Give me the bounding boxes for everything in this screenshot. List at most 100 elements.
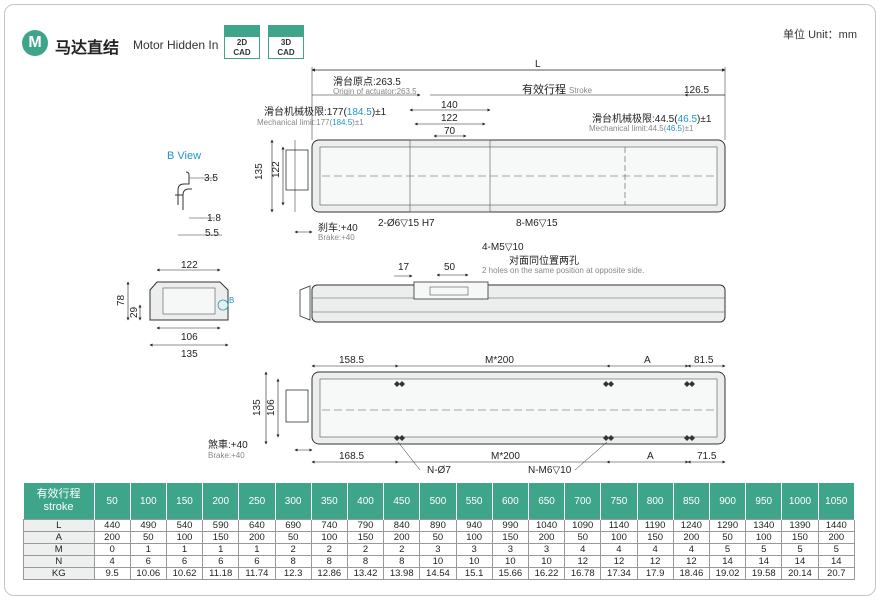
spec-cell: 150 bbox=[346, 531, 385, 544]
spec-cell: 4 bbox=[564, 543, 602, 556]
hole-4-m5: 4-M5▽10 bbox=[482, 242, 524, 253]
stroke-cell: 800 bbox=[637, 483, 674, 520]
spec-cell: 14 bbox=[708, 555, 747, 568]
spec-cell: 10 bbox=[419, 555, 457, 568]
spec-cell: 5 bbox=[708, 543, 747, 556]
spec-cell: 640 bbox=[238, 519, 276, 532]
spec-cell: 150 bbox=[491, 531, 529, 544]
spec-cell: 1 bbox=[165, 543, 204, 556]
spec-cell: 13.98 bbox=[383, 567, 421, 580]
spec-cell: 990 bbox=[491, 519, 529, 532]
hole-mark bbox=[603, 381, 614, 387]
hole-mark bbox=[394, 381, 405, 387]
bottom-h135: 135 bbox=[252, 399, 263, 416]
stroke-cell: 450 bbox=[383, 483, 421, 520]
spec-cell: 10 bbox=[527, 555, 566, 568]
spec-cell: 3 bbox=[491, 543, 529, 556]
spec-cell: 50 bbox=[564, 531, 602, 544]
bottom-view bbox=[264, 364, 726, 471]
spec-cell: 15.66 bbox=[491, 567, 529, 580]
stroke-cell: 50 bbox=[94, 483, 131, 520]
spec-cell: 17.9 bbox=[636, 567, 674, 580]
series-badge: M bbox=[22, 30, 48, 56]
spec-cell: 10 bbox=[491, 555, 529, 568]
dim-126-5: 126.5 bbox=[684, 85, 709, 96]
spec-cell: 2 bbox=[274, 543, 312, 556]
spec-cell: 200 bbox=[672, 531, 710, 544]
title-english: Motor Hidden In bbox=[133, 38, 219, 52]
spec-cell: 4 bbox=[636, 543, 674, 556]
dim-h135: 135 bbox=[254, 163, 265, 180]
b-view-label: B View bbox=[167, 150, 201, 162]
spec-cell: 0 bbox=[93, 543, 131, 556]
origin-cn: 滑台原点:263.5 bbox=[333, 75, 401, 88]
spec-cell: 14.54 bbox=[419, 567, 457, 580]
spec-cell: 200 bbox=[817, 531, 856, 544]
spec-cell: 2 bbox=[383, 543, 421, 556]
spec-cell: 590 bbox=[202, 519, 240, 532]
stroke-cell: 500 bbox=[419, 483, 457, 520]
spec-cell: 9.5 bbox=[93, 567, 131, 580]
spec-cell: 12 bbox=[636, 555, 674, 568]
spec-cell: 3 bbox=[455, 543, 493, 556]
spec-cell: 100 bbox=[165, 531, 204, 544]
top-view bbox=[270, 67, 726, 234]
spec-cell: 490 bbox=[129, 519, 167, 532]
spec-cell: 940 bbox=[455, 519, 493, 532]
title-chinese: 马达直结 bbox=[55, 38, 120, 57]
floppy-disk-icon bbox=[269, 26, 303, 37]
end-b-marker: B bbox=[229, 296, 234, 305]
hole-mark bbox=[394, 435, 405, 441]
hole-8-m6: 8-M6▽15 bbox=[516, 218, 558, 229]
spec-cell: 200 bbox=[93, 531, 131, 544]
spec-cell: 17.34 bbox=[600, 567, 638, 580]
spec-cell: 1390 bbox=[781, 519, 819, 532]
spec-cell: 16.78 bbox=[564, 567, 602, 580]
unit-label: 单位 Unit：mm bbox=[783, 29, 857, 41]
end-h29: 29 bbox=[129, 306, 140, 318]
spec-cell: 12.3 bbox=[274, 567, 312, 580]
mech-limit-left-en: Mechanical limit:177(184.5)±1 bbox=[257, 118, 364, 127]
side-d17: 17 bbox=[398, 262, 410, 273]
stroke-cell: 200 bbox=[202, 483, 240, 520]
stroke-cell: 650 bbox=[528, 483, 566, 520]
spec-cell: 50 bbox=[274, 531, 312, 544]
cad-2d-label: 2D bbox=[236, 38, 248, 47]
spec-cell: 6 bbox=[165, 555, 204, 568]
spec-cell: 12.86 bbox=[310, 567, 348, 580]
spec-cell: 150 bbox=[202, 531, 240, 544]
spec-cell: 6 bbox=[238, 555, 276, 568]
spec-row-label: M bbox=[23, 543, 95, 556]
mech-limit-right-cn: 滑台机械极限:44.5(46.5)±1 bbox=[592, 112, 712, 125]
spec-cell: 5 bbox=[817, 543, 856, 556]
side-d50: 50 bbox=[444, 262, 456, 273]
spec-cell: 3 bbox=[527, 543, 566, 556]
spec-cell: 10.06 bbox=[129, 567, 167, 580]
mech-limit-right-en: Mechanical limit:44.5(46.5)±1 bbox=[589, 124, 694, 133]
bottom-a-bottom: A bbox=[647, 451, 654, 462]
spec-cell: 200 bbox=[383, 531, 421, 544]
spec-cell: 5 bbox=[781, 543, 819, 556]
spec-cell: 1 bbox=[129, 543, 167, 556]
end-h78: 78 bbox=[116, 294, 127, 306]
spec-cell: 14 bbox=[781, 555, 819, 568]
spec-cell: 10 bbox=[455, 555, 493, 568]
hole-2-06: 2-Ø6▽15 H7 bbox=[378, 218, 435, 229]
spec-cell: 50 bbox=[129, 531, 167, 544]
bottom-d158: 158.5 bbox=[339, 355, 364, 366]
spec-cell: 12 bbox=[564, 555, 602, 568]
stroke-cell: 850 bbox=[673, 483, 710, 520]
bottom-nm6: N-M6▽10 bbox=[528, 465, 572, 476]
bottom-n07: N-Ø7 bbox=[427, 465, 451, 476]
end-w106: 106 bbox=[181, 332, 198, 343]
dim-h122: 122 bbox=[271, 161, 282, 178]
spec-cell: 100 bbox=[745, 531, 783, 544]
spec-cell: 6 bbox=[129, 555, 167, 568]
